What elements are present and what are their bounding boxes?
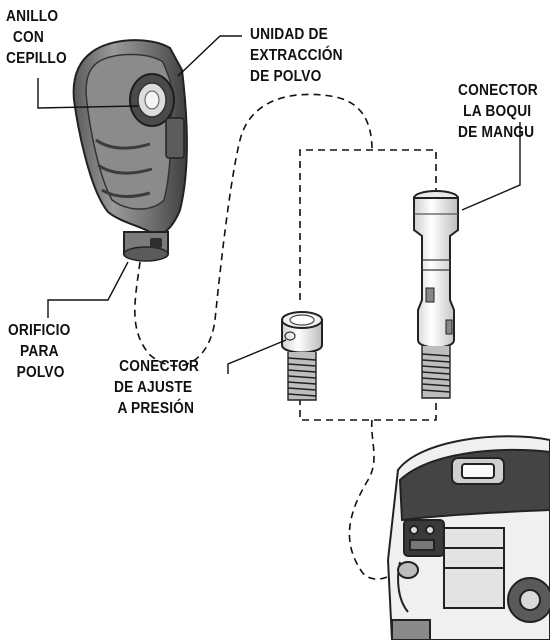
label-line: CONECTOR bbox=[458, 82, 538, 99]
label-orificio-polvo: ORIFICIO PARA POLVO bbox=[8, 320, 71, 383]
label-line: EXTRACCIÓN bbox=[250, 47, 343, 64]
label-unidad-extraccion: UNIDAD DE EXTRACCIÓN DE POLVO bbox=[250, 24, 343, 87]
vacuum-cleaner bbox=[386, 435, 550, 640]
label-line: CEPILLO bbox=[6, 50, 67, 67]
hose-nozzle-connector bbox=[413, 190, 459, 399]
hose-path bbox=[134, 93, 437, 580]
label-conector-ajuste: CONECTOR DE AJUSTE A PRESIÓN bbox=[114, 356, 199, 419]
push-fit-connector bbox=[281, 311, 323, 401]
leader-lines bbox=[37, 35, 521, 374]
label-line: ANILLO bbox=[6, 8, 59, 25]
label-line: POLVO bbox=[16, 364, 65, 381]
label-line: PARA bbox=[20, 343, 59, 360]
label-line: DE MANGU bbox=[458, 124, 535, 141]
label-conector-boquilla: CONECTOR LA BOQUI DE MANGU bbox=[458, 80, 538, 143]
label-line: UNIDAD DE bbox=[250, 26, 329, 43]
label-line: CON bbox=[12, 29, 44, 46]
label-line: A PRESIÓN bbox=[117, 400, 195, 417]
label-anillo-con-cepillo: ANILLO CON CEPILLO bbox=[6, 6, 67, 69]
label-line: CONECTOR bbox=[119, 358, 200, 375]
label-line: DE POLVO bbox=[250, 68, 322, 85]
dust-extraction-unit bbox=[72, 39, 188, 262]
label-line: LA BOQUI bbox=[463, 103, 532, 120]
label-line: ORIFICIO bbox=[8, 322, 71, 339]
label-line: DE AJUSTE bbox=[114, 379, 193, 396]
